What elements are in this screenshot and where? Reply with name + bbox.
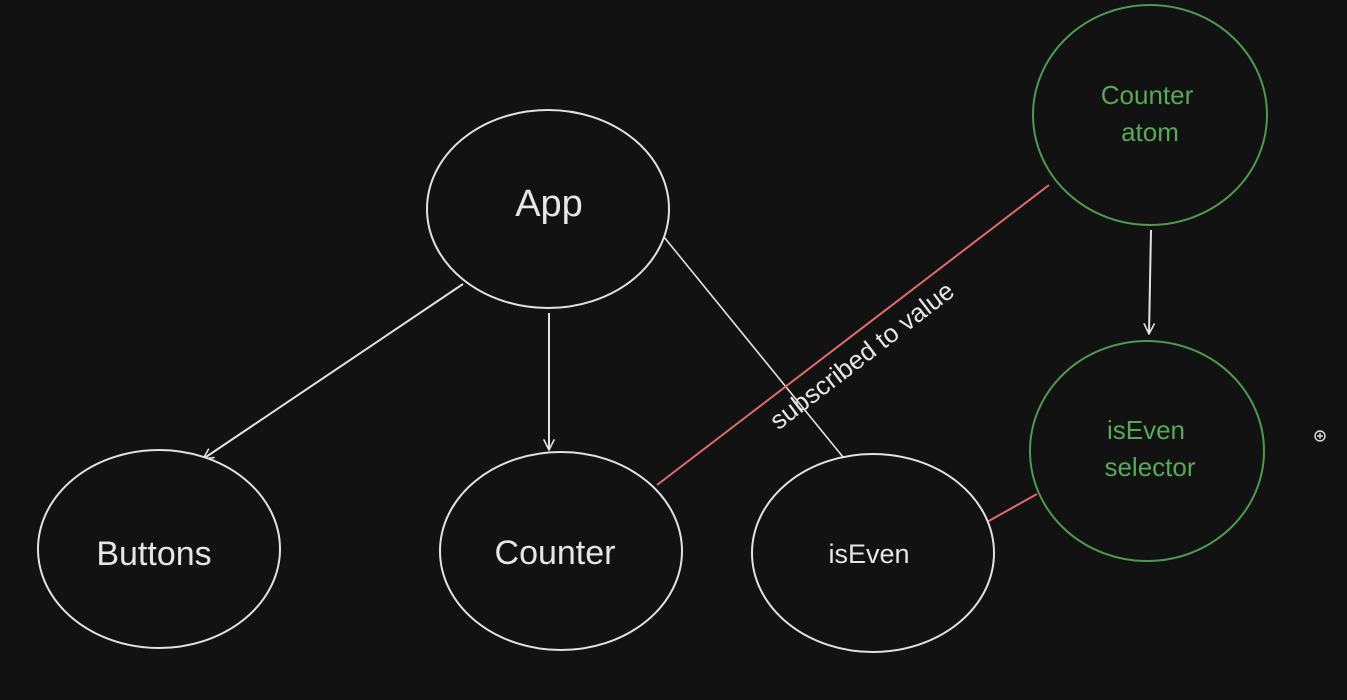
node-iseven-selector[interactable]: [1029, 340, 1265, 562]
edge-app-to-buttons: [202, 283, 464, 460]
node-iseven-selector-line1: isEven: [1107, 415, 1185, 445]
node-buttons[interactable]: [37, 449, 281, 649]
subscription-label: subscribed to value: [764, 275, 960, 435]
edge-app-to-iseven: [663, 236, 844, 458]
crosshair-cursor-icon: [1314, 430, 1326, 442]
node-counter[interactable]: [439, 451, 683, 651]
node-iseven[interactable]: [751, 453, 995, 653]
subscription-line-iseven-selector: [986, 493, 1038, 523]
node-counter-atom[interactable]: [1032, 4, 1268, 226]
node-counter-atom-line1: Counter: [1101, 80, 1194, 110]
node-counter-atom-line2: atom: [1121, 117, 1179, 147]
node-iseven-label: isEven: [828, 539, 909, 569]
subscription-line-counter-atom: [656, 184, 1050, 486]
node-buttons-label: Buttons: [96, 535, 211, 573]
node-app-label: App: [515, 183, 583, 225]
edge-atom-to-selector: [1143, 229, 1155, 335]
node-app[interactable]: [426, 109, 670, 309]
node-iseven-selector-line2: selector: [1104, 452, 1195, 482]
node-counter-label: Counter: [495, 534, 616, 572]
